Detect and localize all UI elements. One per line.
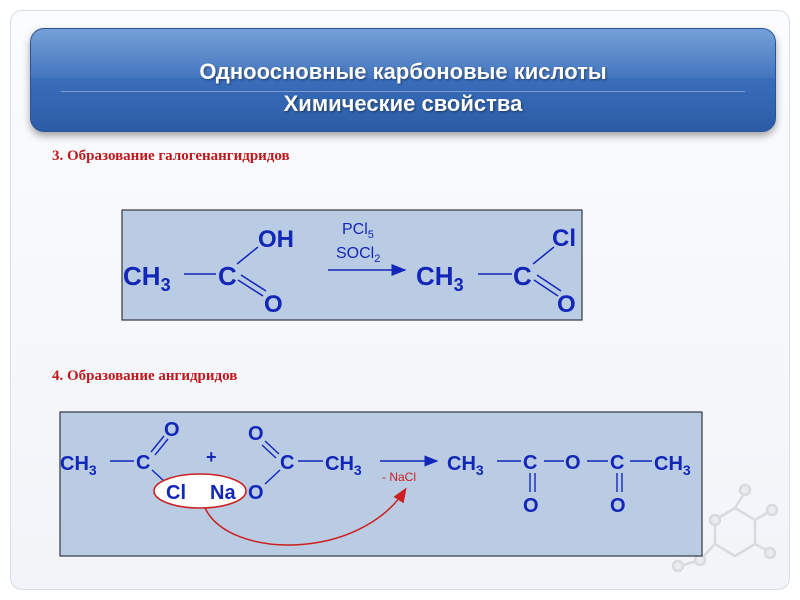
banner-divider	[61, 91, 745, 92]
r4-r1-cl: Cl	[166, 482, 186, 504]
r4-r2-bond-o-c-2	[261, 444, 277, 459]
r3-right-bond-c-cl	[532, 246, 555, 265]
r3-right-bond-c-o-1	[533, 279, 559, 297]
r4-plus: +	[206, 447, 217, 467]
r4-p-ch2: CH3	[654, 453, 691, 478]
r4-r1-o-top: O	[164, 419, 180, 441]
clna-ellipse	[153, 473, 247, 509]
r4-curved-arrow	[204, 487, 407, 546]
title-line-2: Химические свойства	[283, 91, 523, 116]
section-4-heading: 4. Образование ангидридов	[52, 368, 238, 384]
r4-p-o2: O	[610, 495, 626, 517]
r4-r1-ch: CH3	[60, 453, 97, 478]
r4-r2-c: C	[280, 452, 294, 474]
r3-left-o: O	[264, 291, 283, 318]
reaction-box-4	[59, 411, 703, 557]
r3-left-bond-c-o-1	[237, 279, 264, 297]
r4-r2-ch: CH3	[325, 453, 362, 478]
r4-r2-o-top: O	[248, 423, 264, 445]
r3-right-cl: Cl	[552, 225, 576, 252]
r4-p-c1: C	[523, 452, 537, 474]
title-line-1: Одноосновные карбоновые кислоты	[199, 59, 607, 84]
r4-p-o1: O	[523, 495, 539, 517]
reaction-box-3	[121, 209, 583, 321]
r3-left-ch: CH3	[123, 261, 171, 295]
r3-right-ch: CH3	[416, 261, 464, 295]
r4-r2-bond-c-o	[264, 469, 281, 485]
r4-r1-bond-c-o-2	[154, 438, 169, 456]
r3-right-o: O	[557, 291, 576, 318]
r4-p-c2: C	[610, 452, 624, 474]
r4-byproduct: - NaCl	[382, 470, 416, 484]
r4-r2-bond-o-c-1	[264, 440, 280, 455]
r3-right-c: C	[513, 261, 532, 291]
r3-left-oh: OH	[258, 226, 294, 253]
section-3-heading: 3. Образование галогенангидридов	[52, 148, 290, 164]
title-banner: Одноосновные карбоновые кислоты Химическ…	[30, 28, 776, 132]
r4-r2-o: O	[248, 482, 264, 504]
r4-r2-na: Na	[210, 482, 236, 504]
r3-right-bond-c-o-2	[536, 274, 562, 292]
molecule-decoration	[671, 483, 779, 573]
r4-p-ch1: CH3	[447, 453, 484, 478]
r3-left-bond-c-o-2	[240, 274, 267, 292]
r4-r1-c: C	[136, 452, 150, 474]
r3-left-bond-c-oh	[236, 246, 259, 265]
r3-reagent-pcl5: PCl5	[342, 221, 374, 241]
r4-r1-bond-c-o-1	[150, 435, 165, 453]
r4-p-o-mid: O	[565, 452, 581, 474]
r3-reagent-socl2: SOCl2	[336, 245, 380, 265]
r3-left-c: C	[218, 261, 237, 291]
r4-r1-bond-c-cl	[151, 469, 164, 481]
